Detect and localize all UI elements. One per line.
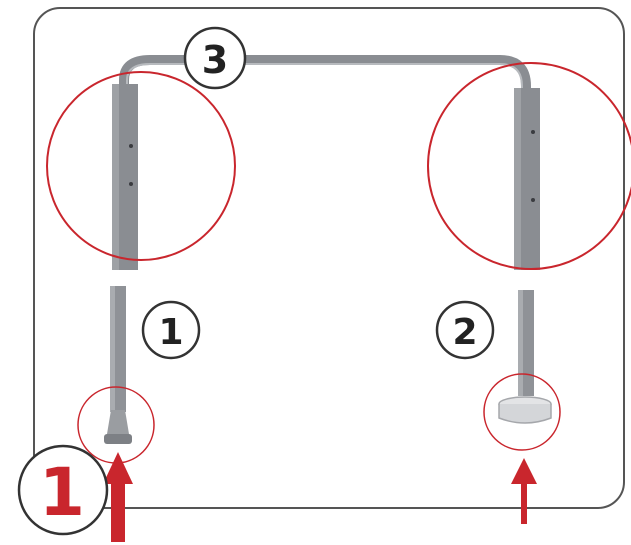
step-badge: 1 xyxy=(17,444,109,536)
right-lower-leg-shade xyxy=(518,290,523,396)
panel-frame xyxy=(33,7,625,509)
arrow-up-icon xyxy=(103,452,133,542)
left-foot-cap xyxy=(107,410,129,434)
left-tube-hole-2 xyxy=(129,182,133,186)
badge-left-leg-label: 1 xyxy=(158,312,183,353)
left-tube-hole-1 xyxy=(129,144,133,148)
badge-left-leg: 1 xyxy=(141,300,201,360)
right-foot-highlight xyxy=(483,373,561,451)
left-upper-tube-shade xyxy=(112,84,119,270)
badge-top-bar-label: 3 xyxy=(202,38,228,82)
badge-right-leg: 2 xyxy=(435,300,495,360)
right-joint-highlight xyxy=(427,62,631,270)
badge-top-bar: 3 xyxy=(183,26,247,90)
right-tube-hole-2 xyxy=(531,198,535,202)
left-joint-highlight xyxy=(46,71,236,261)
step-number: 1 xyxy=(39,454,85,531)
left-foot-base xyxy=(104,434,132,444)
right-tube-hole-1 xyxy=(531,130,535,134)
arrow-up-icon xyxy=(511,458,537,524)
left-lower-leg-shade xyxy=(110,286,115,412)
right-upper-tube-shade xyxy=(514,88,521,270)
handle-bar xyxy=(119,55,531,97)
right-foot-pad xyxy=(498,404,552,424)
badge-right-leg-label: 2 xyxy=(452,312,477,353)
